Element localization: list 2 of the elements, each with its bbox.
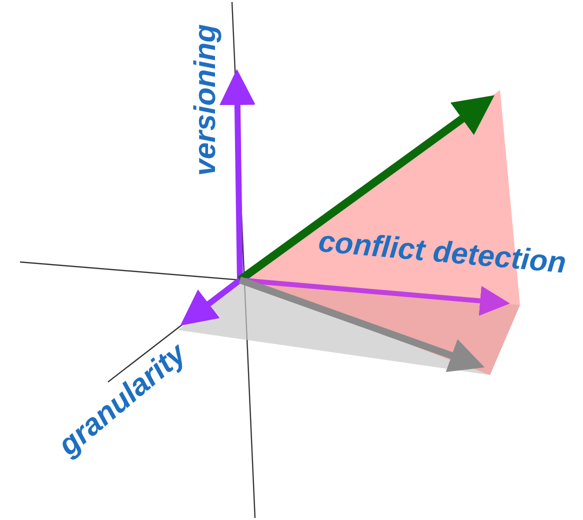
axis-label: conflict detection bbox=[317, 227, 568, 279]
axis-label: versioning bbox=[190, 24, 221, 176]
